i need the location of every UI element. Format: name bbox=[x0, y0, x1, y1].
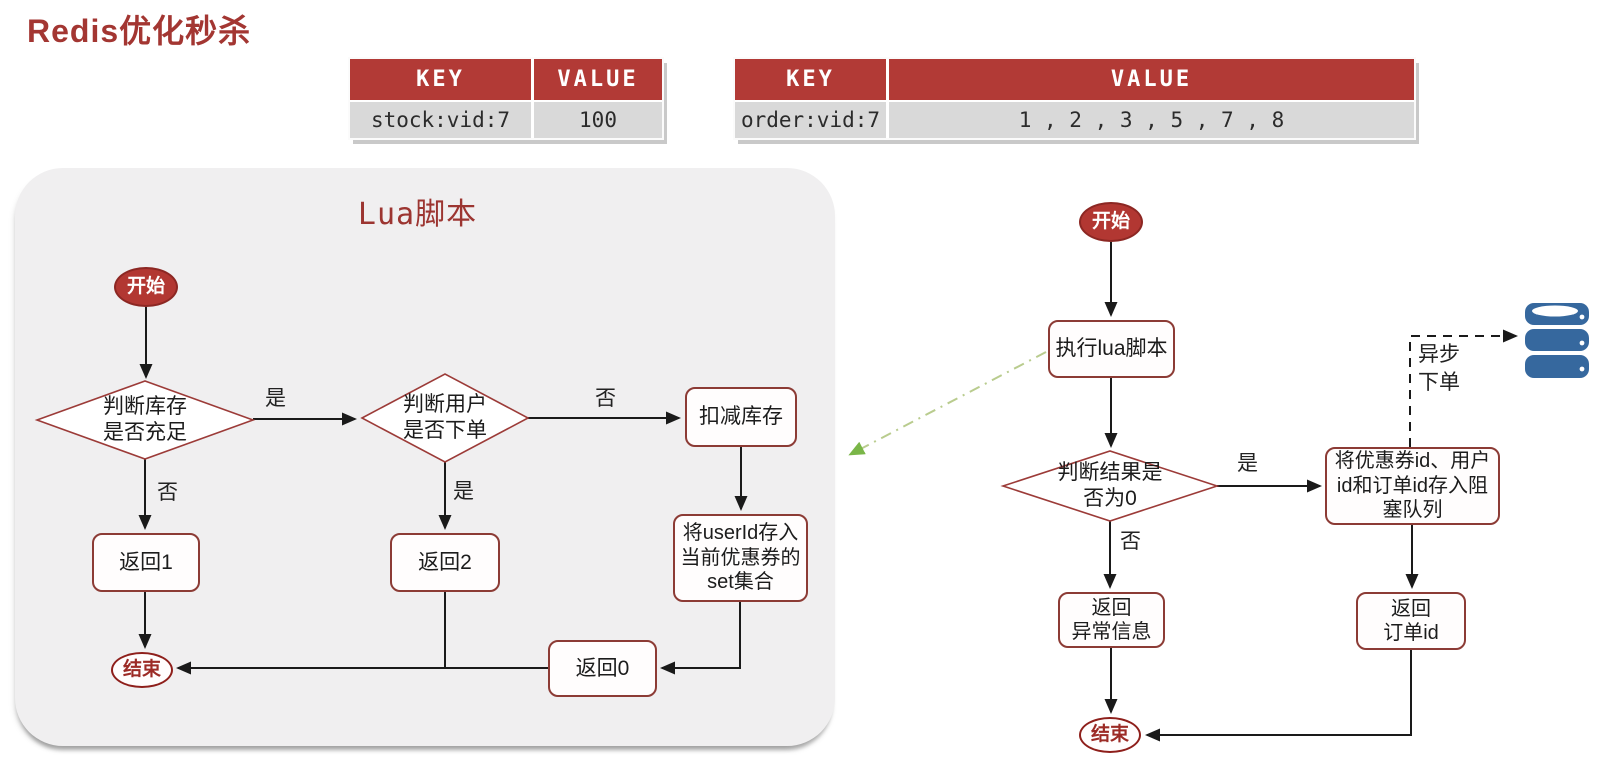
stock-table-cell-value: 100 bbox=[534, 100, 662, 138]
main-check-result-text: 判断结果是 否为0 bbox=[1057, 461, 1163, 510]
stock-table-cell-key: stock:vid:7 bbox=[350, 100, 534, 138]
label-check-result-yes: 是 bbox=[1237, 452, 1258, 475]
main-return-error-node: 返回 异常信息 bbox=[1058, 592, 1165, 648]
order-table-header-key: KEY bbox=[735, 59, 889, 100]
lua-return0-node: 返回0 bbox=[548, 640, 657, 697]
lua-deduct-stock-node: 扣减库存 bbox=[685, 387, 797, 447]
stock-table: KEY VALUE stock:vid:7 100 bbox=[348, 57, 664, 140]
stock-table-header-value: VALUE bbox=[534, 59, 662, 100]
main-save-queue-node: 将优惠券id、用户 id和订单id存入阻 塞队列 bbox=[1325, 447, 1500, 525]
main-start-node: 开始 bbox=[1079, 202, 1143, 242]
main-return-order-node: 返回 订单id bbox=[1356, 592, 1466, 650]
lua-end-node: 结束 bbox=[111, 652, 173, 688]
order-table-cell-key: order:vid:7 bbox=[735, 100, 889, 138]
edge-order-to-end bbox=[1145, 650, 1412, 742]
label-check-stock-no: 否 bbox=[157, 481, 178, 504]
main-exec-lua-node: 执行lua脚本 bbox=[1048, 320, 1175, 378]
stock-table-header-key: KEY bbox=[350, 59, 534, 100]
label-async-order: 异步 下单 bbox=[1418, 343, 1460, 395]
lua-return1-node: 返回1 bbox=[92, 533, 200, 592]
lua-start-node: 开始 bbox=[114, 267, 178, 307]
main-end-node: 结束 bbox=[1079, 717, 1141, 753]
label-check-result-no: 否 bbox=[1120, 530, 1141, 553]
label-check-stock-yes: 是 bbox=[265, 387, 286, 410]
order-table-header-value: VALUE bbox=[889, 59, 1414, 100]
label-check-user-no: 否 bbox=[595, 387, 616, 410]
label-check-user-yes: 是 bbox=[453, 480, 474, 503]
order-table-cell-value: 1 , 2 , 3 , 5 , 7 , 8 bbox=[889, 100, 1414, 138]
lua-return2-node: 返回2 bbox=[390, 533, 500, 592]
lua-check-stock-text: 判断库存 是否充足 bbox=[103, 395, 187, 444]
page-title: Redis优化秒杀 bbox=[27, 13, 252, 49]
lua-panel-title: Lua脚本 bbox=[357, 197, 478, 232]
lua-check-user-text: 判断用户 是否下单 bbox=[403, 393, 487, 442]
order-table: KEY VALUE order:vid:7 1 , 2 , 3 , 5 , 7 … bbox=[733, 57, 1416, 140]
lua-reference-arrow bbox=[848, 351, 1047, 456]
lua-save-userid-node: 将userId存入 当前优惠券的 set集合 bbox=[673, 514, 808, 602]
database-icon bbox=[1525, 303, 1589, 378]
